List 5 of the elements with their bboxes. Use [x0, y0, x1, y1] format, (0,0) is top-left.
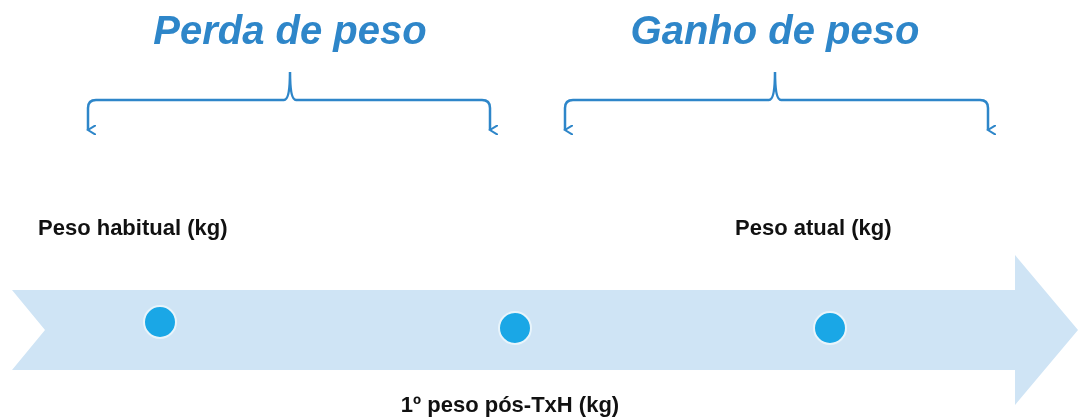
heading: Ganho de peso — [630, 8, 920, 53]
point-label: 1º peso pós-TxH (kg) — [400, 392, 620, 418]
heading: Perda de peso — [153, 8, 427, 53]
point-label: Peso atual (kg) — [735, 215, 892, 241]
point-label: Peso habitual (kg) — [38, 215, 228, 241]
